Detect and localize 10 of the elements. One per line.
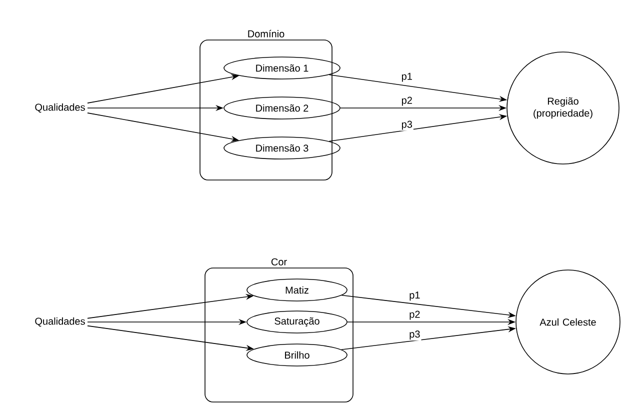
edge-label: p3 xyxy=(400,120,414,131)
node-label: Cor xyxy=(271,258,287,266)
edge-label: p3 xyxy=(408,330,422,341)
edge-label: p2 xyxy=(408,310,422,321)
edge-label: p1 xyxy=(408,290,422,302)
node-label: Domínio xyxy=(248,30,284,38)
edge-label: p2 xyxy=(400,96,414,107)
label-text: Qualidades xyxy=(35,103,85,113)
label-text: Qualidades xyxy=(35,317,85,327)
edge-label: p1 xyxy=(400,72,414,83)
